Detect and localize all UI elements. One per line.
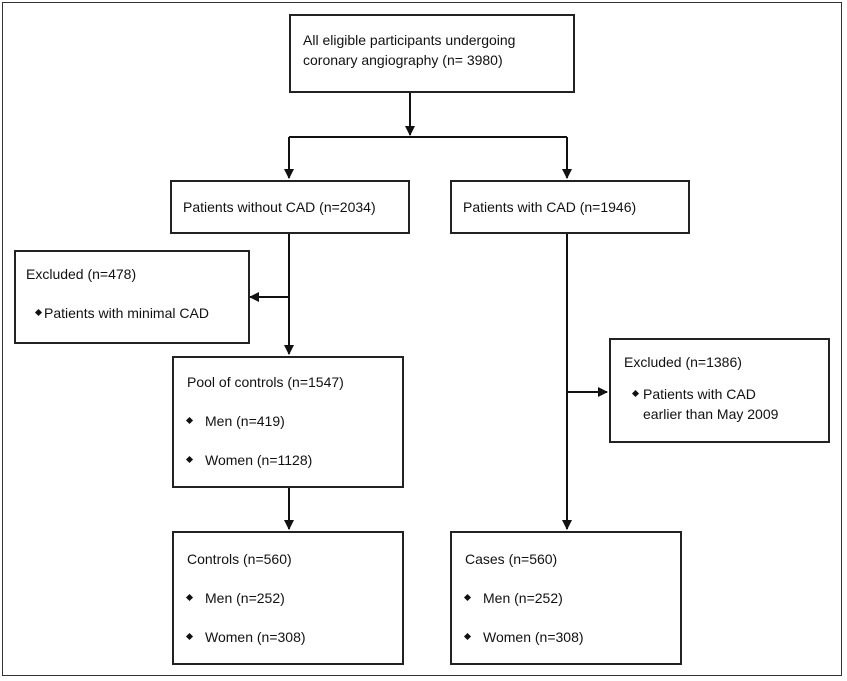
box-controls: Controls (n=560) Men (n=252) Women (n=30…: [172, 531, 404, 665]
excluded-right-item-line2: earlier than May 2009: [643, 406, 779, 422]
cases-women: Women (n=308): [453, 627, 680, 647]
pool-men: Men (n=419): [175, 411, 402, 431]
with-cad-title: Patients with CAD (n=1946): [463, 199, 637, 215]
box-all-participants: All eligible participants undergoing cor…: [289, 14, 575, 93]
box-cases: Cases (n=560) Men (n=252) Women (n=308): [450, 531, 682, 665]
excluded-right-item-line1: Patients with CAD: [621, 384, 828, 404]
box-with-cad: Patients with CAD (n=1946): [450, 180, 690, 234]
box-without-cad: Patients without CAD (n=2034): [170, 180, 410, 234]
without-cad-title: Patients without CAD (n=2034): [183, 199, 376, 215]
top-line-1: All eligible participants undergoing: [303, 32, 516, 48]
box-pool-of-controls: Pool of controls (n=1547) Men (n=419) Wo…: [172, 356, 404, 488]
excluded-left-item: Patients with minimal CAD: [24, 303, 248, 323]
controls-title: Controls (n=560): [187, 551, 292, 567]
box-excluded-right: Excluded (n=1386) Patients with CAD earl…: [609, 338, 830, 443]
excluded-right-title: Excluded (n=1386): [624, 354, 742, 370]
pool-title: Pool of controls (n=1547): [187, 374, 344, 390]
cases-title: Cases (n=560): [465, 551, 558, 567]
controls-women: Women (n=308): [175, 627, 402, 647]
excluded-left-title: Excluded (n=478): [26, 266, 137, 282]
controls-men: Men (n=252): [175, 588, 402, 608]
top-line-2: coronary angiography (n= 3980): [303, 52, 503, 68]
pool-women: Women (n=1128): [175, 450, 402, 470]
cases-men: Men (n=252): [453, 588, 680, 608]
box-excluded-left: Excluded (n=478) Patients with minimal C…: [14, 250, 250, 344]
